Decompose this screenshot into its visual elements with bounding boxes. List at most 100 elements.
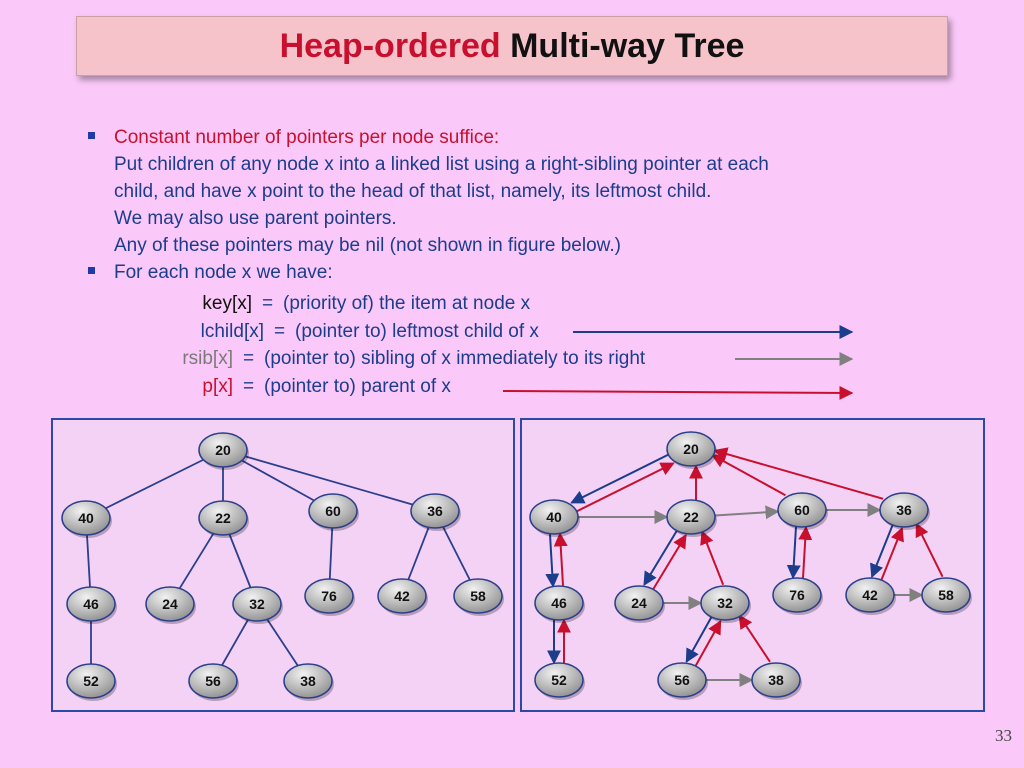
parent-pointer-arrow: [700, 530, 725, 586]
def-term: p[x]: [202, 376, 233, 397]
tree-edge: [328, 527, 334, 580]
node-key: 40: [546, 509, 562, 525]
tree-node: 46: [66, 586, 117, 624]
bullet-1-line: We may also use parent pointers.: [114, 208, 397, 229]
definition-parent: p[x] = (pointer to) parent of x: [0, 374, 560, 400]
tree-edge: [178, 533, 215, 589]
slide-title: Heap-ordered Multi-way Tree: [280, 27, 745, 66]
node-key: 76: [321, 588, 337, 604]
parent-pointer-arrow: [798, 525, 813, 579]
tree-node: 38: [283, 663, 334, 701]
node-key: 24: [162, 596, 178, 612]
tree-node: 76: [304, 578, 355, 616]
def-eq: =: [243, 348, 255, 369]
def-term: rsib[x]: [182, 348, 233, 369]
bullet-square-icon: [88, 267, 95, 274]
tree-node: 24: [145, 586, 196, 624]
parent-pointer-arrow: [553, 532, 568, 586]
node-key: 76: [789, 587, 805, 603]
tree-node: 36: [879, 492, 930, 530]
node-key: 38: [768, 672, 784, 688]
lchild-pointer-arrow: [643, 529, 679, 586]
node-key: 58: [938, 587, 954, 603]
tree-node: 58: [921, 577, 972, 615]
node-key: 24: [631, 595, 647, 611]
legend-arrows: [502, 325, 854, 400]
parent-legend-arrow: [502, 385, 854, 400]
def-desc: (priority of) the item at node x: [283, 293, 531, 314]
tree-node: 40: [529, 499, 580, 537]
lchild-pointer-arrow: [545, 534, 560, 588]
tree-node: 60: [777, 492, 828, 530]
tree-edge: [407, 527, 430, 580]
def-term: lchild[x]: [200, 321, 264, 342]
node-key: 20: [215, 442, 231, 458]
rsib-pointer-arrow: [714, 505, 780, 520]
node-key: 52: [83, 673, 99, 689]
bullet-1-head: Constant number of pointers per node suf…: [114, 127, 500, 148]
def-eq: =: [274, 321, 286, 342]
tree-node: 24: [614, 585, 665, 623]
tree-node: 56: [657, 662, 708, 700]
tree-node: 56: [188, 663, 239, 701]
def-eq: =: [262, 293, 274, 314]
node-key: 46: [83, 596, 99, 612]
tree-node: 60: [308, 493, 359, 531]
tree-diagram-right: 20 40 22 60 36 46 24 32 76 42 58 52 56 38: [529, 431, 972, 700]
page-number: 33: [995, 726, 1012, 745]
bullet-square-icon: [88, 132, 95, 139]
tree-node: 76: [772, 577, 823, 615]
lchild-pointer-arrow: [570, 453, 670, 504]
parent-pointer-arrow: [575, 462, 675, 513]
bullet-1: Constant number of pointers per node suf…: [88, 124, 988, 259]
def-desc: (pointer to) leftmost child of x: [295, 321, 539, 342]
node-key: 20: [683, 441, 699, 457]
node-key: 22: [683, 509, 699, 525]
lchild-pointer-arrow: [870, 524, 894, 579]
node-key: 36: [896, 502, 912, 518]
node-key: 58: [470, 588, 486, 604]
tree-node: 42: [845, 577, 896, 615]
bullet-1-line: Put children of any node x into a linked…: [114, 154, 769, 175]
node-key: 46: [551, 595, 567, 611]
def-desc: (pointer to) parent of x: [264, 376, 451, 397]
title-banner: Heap-ordered Multi-way Tree: [76, 16, 948, 76]
node-key: 52: [551, 672, 567, 688]
tree-node: 52: [66, 663, 117, 701]
definition-lchild: lchild[x] = (pointer to) leftmost child …: [0, 319, 560, 345]
bullet-1-line: child, and have x point to the head of t…: [114, 181, 712, 202]
tree-node: 20: [666, 431, 717, 469]
tree-edge: [244, 455, 414, 506]
tree-node: 46: [534, 585, 585, 623]
title-part-1: Heap-ordered: [279, 26, 501, 65]
node-key: 32: [717, 595, 733, 611]
node-key: 42: [862, 587, 878, 603]
node-key: 56: [205, 673, 221, 689]
tree-node: 32: [232, 586, 283, 624]
tree-node: 58: [453, 578, 504, 616]
right-tree-panel: 20 40 22 60 36 46 24 32 76 42 58 52 56 38: [520, 418, 985, 712]
def-eq: =: [243, 376, 255, 397]
tree-node: 20: [198, 432, 249, 470]
tree-node: 42: [377, 578, 428, 616]
node-key: 60: [325, 503, 341, 519]
parent-pointer-arrow: [713, 447, 884, 500]
definition-rsib: rsib[x] = (pointer to) sibling of x imme…: [0, 346, 645, 372]
tree-edge: [442, 526, 471, 581]
parent-pointer-arrow: [915, 522, 944, 578]
node-key: 60: [794, 502, 810, 518]
tree-node: 22: [666, 499, 717, 537]
def-term: key[x]: [202, 293, 252, 314]
node-key: 36: [427, 503, 443, 519]
bullet-2-head: For each node x we have:: [114, 262, 333, 283]
tree-edge: [266, 618, 299, 667]
lchild-pointer-arrow: [685, 615, 713, 663]
bullet-2: For each node x we have:: [88, 259, 988, 286]
bullet-1-line: Any of these pointers may be nil (not sh…: [114, 235, 621, 256]
def-desc: (pointer to) sibling of x immediately to…: [264, 348, 646, 369]
tree-edge: [105, 458, 204, 510]
definition-key: key[x] = (priority of) the item at node …: [0, 291, 560, 317]
tree-edge: [228, 534, 252, 588]
parent-pointer-arrow: [651, 534, 687, 591]
